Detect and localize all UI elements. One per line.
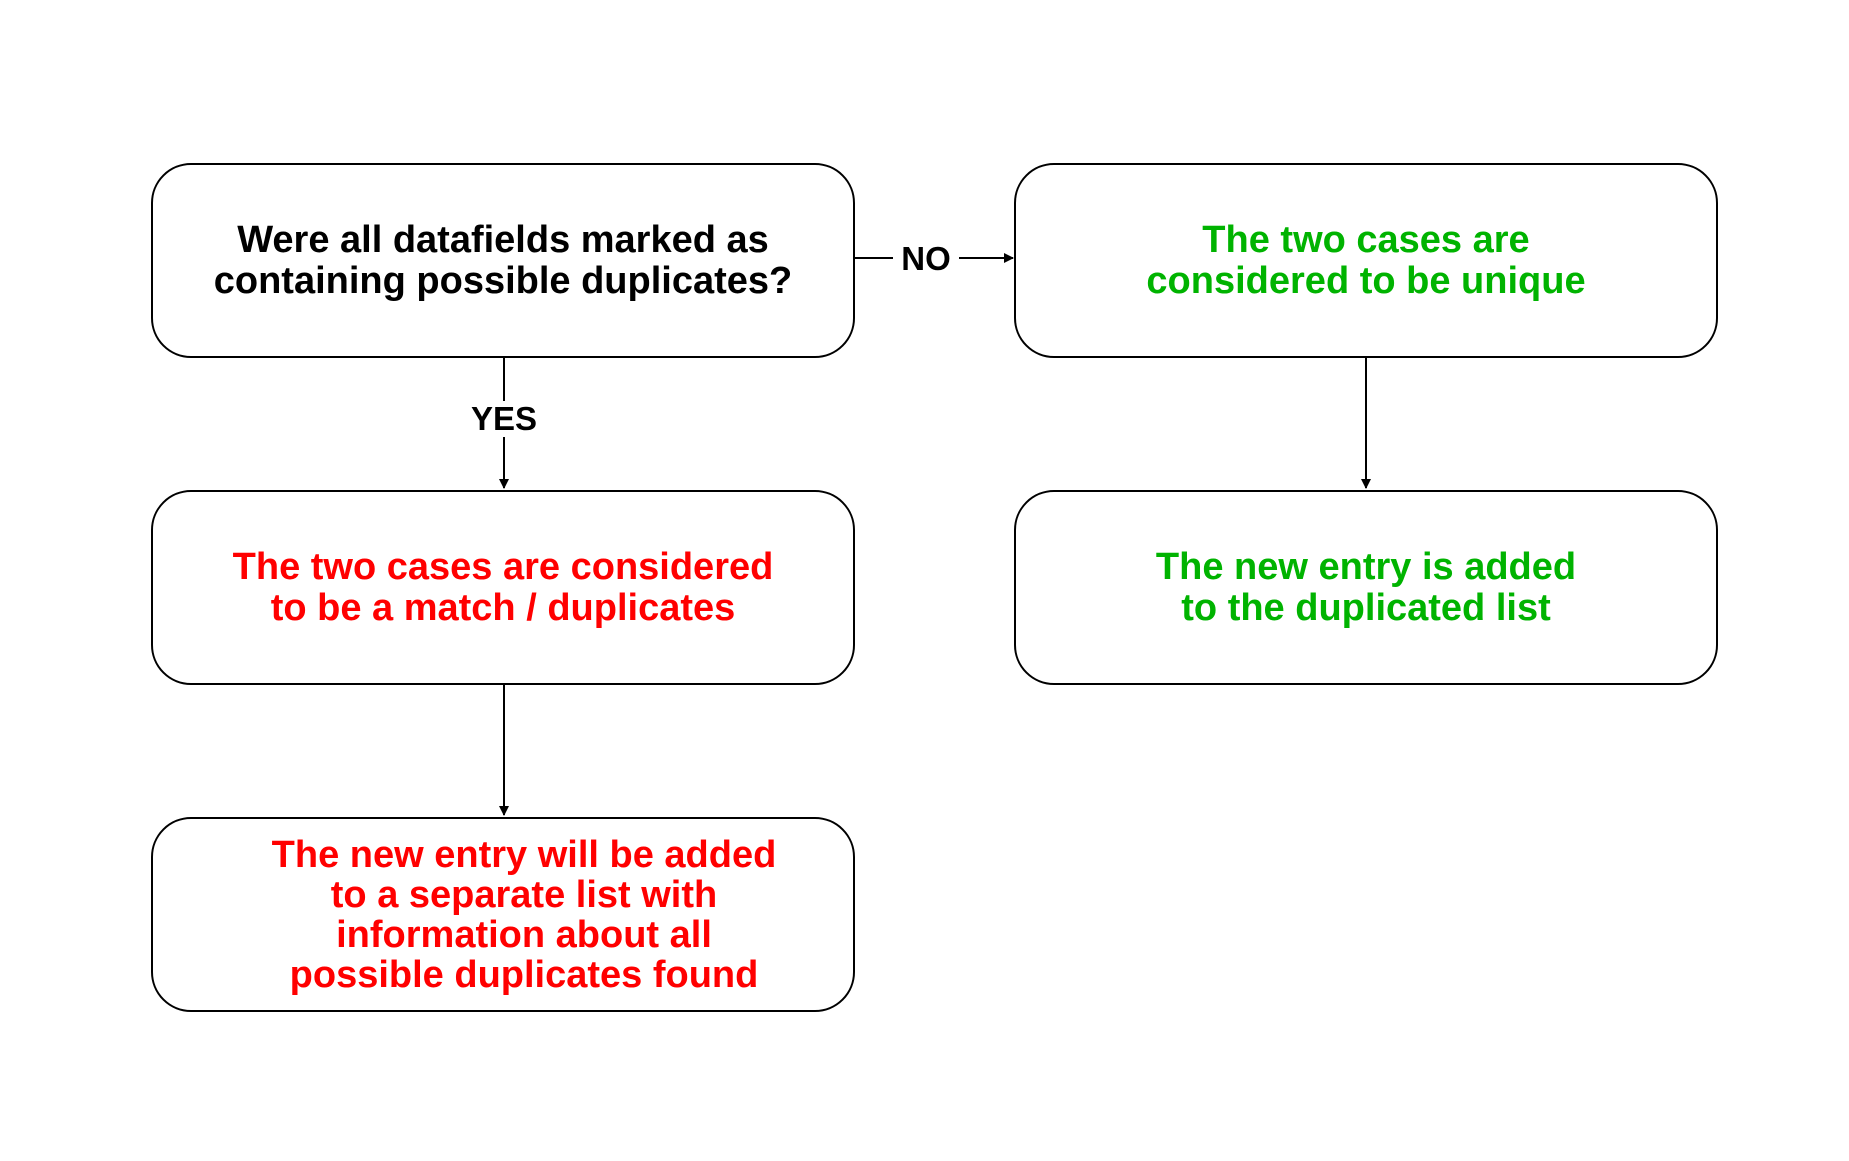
node-cases-unique: The two cases are considered to be uniqu… (1014, 163, 1718, 358)
decision-node-all-fields-marked: Were all datafields marked as containing… (151, 163, 855, 358)
node-entry-added: The new entry is added to the duplicated… (1014, 490, 1718, 685)
node-entry-added-text: The new entry is added to the duplicated… (1155, 545, 1577, 629)
node-separate-list: The new entry will be added to a separat… (151, 817, 855, 1012)
node-cases-match: The two cases are considered to be a mat… (151, 490, 855, 685)
edge-label-yes: YES (461, 401, 547, 437)
decision-node-text: Were all datafields marked as containing… (213, 218, 793, 302)
node-cases-match-text: The two cases are considered to be a mat… (232, 545, 774, 629)
edge-label-no: NO (893, 241, 959, 277)
node-cases-unique-text: The two cases are considered to be uniqu… (1146, 218, 1586, 302)
node-separate-list-text: The new entry will be added to a separat… (271, 833, 777, 996)
